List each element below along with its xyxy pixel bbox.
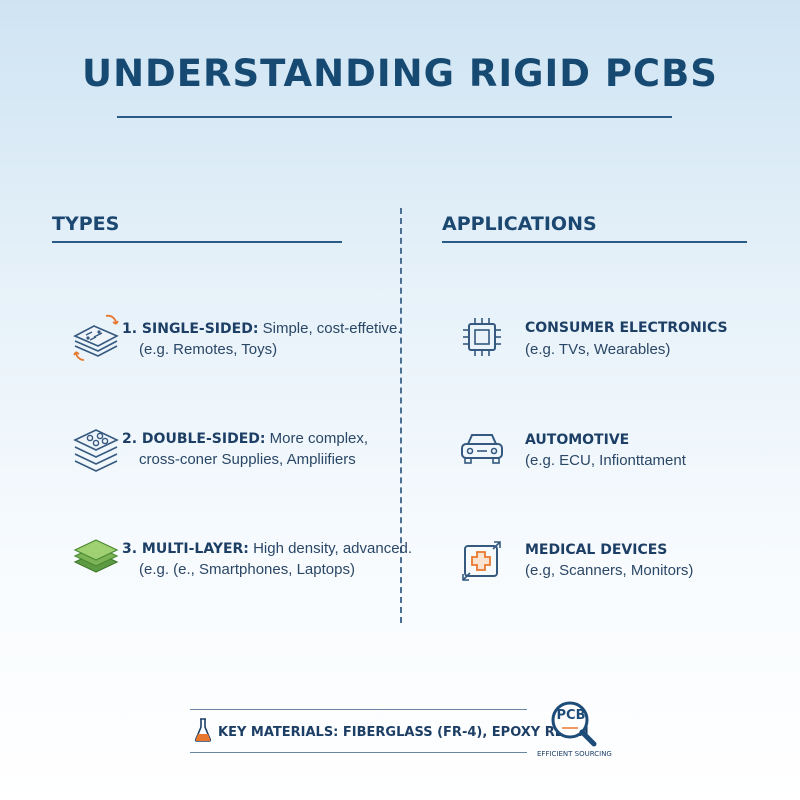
- type-example: (e.g. (e., Smartphones, Laptops): [139, 561, 355, 578]
- type-item-single-sided: 1. SINGLE-SIDED: Simple, cost-effetive. …: [72, 310, 402, 370]
- chip-icon: [460, 315, 504, 364]
- flask-icon: [194, 717, 212, 748]
- logo-text: PCB: [556, 708, 586, 723]
- application-example: (e.g, Scanners, Monitors): [525, 562, 694, 579]
- types-underline: [52, 241, 342, 243]
- application-label: MEDICAL DEVICES: [525, 542, 668, 558]
- application-label: AUTOMOTIVE: [525, 432, 630, 448]
- logo-subtext: EFFICIENT SOURCING: [537, 750, 612, 758]
- type-example: (e.g. Remotes, Toys): [139, 341, 278, 358]
- single-layer-board-icon: [72, 310, 122, 367]
- application-item-medical-devices: MEDICAL DEVICES (e.g, Scanners, Monitors…: [460, 538, 780, 588]
- type-description: More complex,: [265, 430, 369, 447]
- type-example: cross-coner Supplies, Ampliifiers: [139, 451, 356, 468]
- magnifier-logo-icon: [548, 700, 600, 755]
- type-item-double-sided: 2. DOUBLE-SIDED: More complex, cross-con…: [72, 420, 392, 480]
- type-label: 2. DOUBLE-SIDED:: [122, 431, 266, 447]
- type-label: 3. MULTI-LAYER:: [122, 541, 249, 557]
- type-item-multi-layer: 3. MULTI-LAYER: High density, advanced. …: [72, 530, 412, 590]
- application-example: (e.g. TVs, Wearables): [525, 341, 671, 358]
- application-item-consumer-electronics: CONSUMER ELECTRONICS (e.g. TVs, Wearable…: [460, 315, 780, 365]
- multi-layer-board-icon: [72, 530, 122, 587]
- double-layer-board-icon: [72, 420, 122, 477]
- car-icon: [458, 428, 506, 473]
- type-label: 1. SINGLE-SIDED:: [122, 321, 259, 337]
- type-description: High density, advanced.: [248, 540, 413, 557]
- types-heading: TYPES: [52, 213, 120, 235]
- column-divider: [400, 208, 402, 623]
- applications-underline: [442, 241, 747, 243]
- title-underline: [117, 116, 672, 118]
- page-title: UNDERSTANDING RIGID PCBS: [82, 52, 718, 95]
- application-label: CONSUMER ELECTRONICS: [525, 320, 728, 336]
- type-description: Simple, cost-effetive.: [258, 320, 402, 337]
- applications-heading: APPLICATIONS: [442, 213, 597, 235]
- application-example: (e.g. ECU, Infionttament: [525, 452, 686, 469]
- footer-bottom-rule: [190, 752, 527, 753]
- application-item-automotive: AUTOMOTIVE (e.g. ECU, Infionttament: [458, 428, 778, 478]
- footer-top-rule: [190, 709, 527, 710]
- key-materials: KEY MATERIALS: FIBERGLASS (FR-4), EPOXY …: [218, 725, 589, 740]
- medical-cross-icon: [460, 538, 504, 587]
